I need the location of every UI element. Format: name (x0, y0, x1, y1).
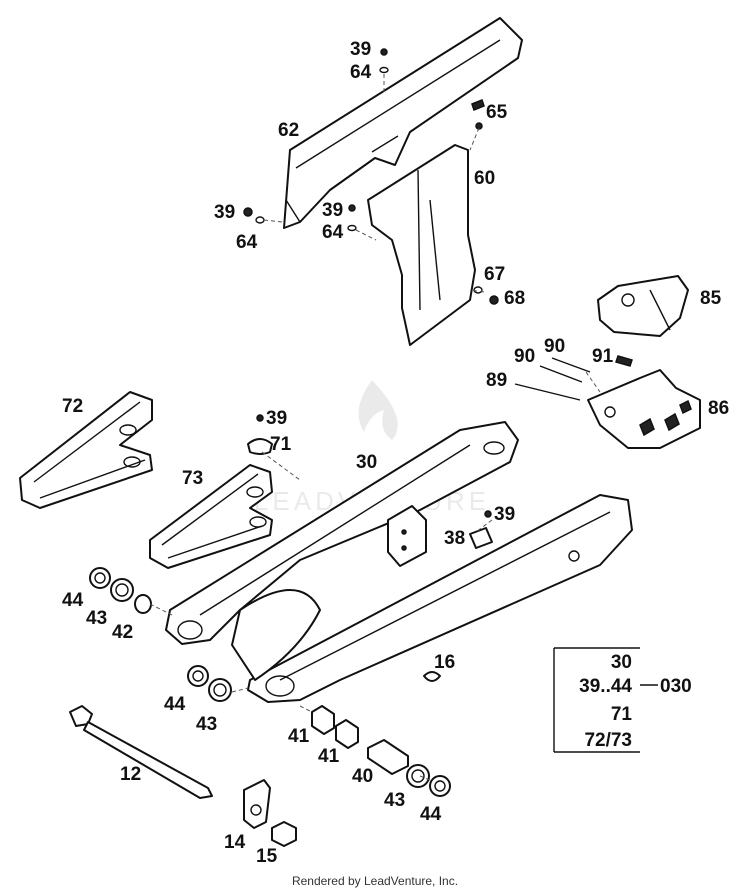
part-62-chain-guard-upper[interactable] (283, 17, 523, 229)
label-85: 85 (700, 288, 722, 309)
part-85-chain-guide-block[interactable] (597, 275, 689, 337)
hardware-bolts[interactable] (243, 48, 633, 682)
label-71: 71 (270, 434, 292, 455)
label-62: 62 (278, 120, 299, 141)
label-44a: 44 (62, 590, 84, 611)
kit-code: 030 (660, 676, 692, 697)
label-60: 60 (474, 168, 495, 189)
label-43a: 43 (86, 608, 107, 629)
kit-row-2: 71 (611, 704, 633, 725)
assembly-lines (149, 74, 601, 781)
label-16: 16 (434, 652, 455, 673)
label-43b: 43 (196, 714, 217, 735)
label-41a: 41 (288, 726, 310, 747)
part-73-chain-slider[interactable] (149, 464, 273, 569)
label-44c: 44 (420, 804, 442, 825)
part-30-swingarm[interactable] (165, 421, 633, 703)
label-68: 68 (504, 288, 525, 309)
part-14-15-plate-nut[interactable] (243, 779, 297, 847)
part-72-chain-slider[interactable] (19, 391, 153, 509)
label-41b: 41 (318, 746, 340, 767)
label-39b: 39 (214, 202, 235, 223)
label-12: 12 (120, 764, 141, 785)
label-67: 67 (484, 264, 505, 285)
part-60-chain-guard-lower[interactable] (367, 144, 476, 346)
label-39e: 39 (494, 504, 515, 525)
label-89: 89 (486, 370, 507, 391)
footer-credit: Rendered by LeadVenture, Inc. (291, 874, 459, 888)
label-30: 30 (356, 452, 377, 473)
label-15: 15 (256, 846, 278, 867)
label-73: 73 (182, 468, 203, 489)
label-43c: 43 (384, 790, 405, 811)
label-64c: 64 (322, 222, 344, 243)
label-42: 42 (112, 622, 133, 643)
label-90a: 90 (544, 336, 565, 357)
part-12-pivot-bolt[interactable] (69, 705, 213, 799)
label-90b: 90 (514, 346, 535, 367)
part-86-chain-guide-bracket[interactable] (587, 369, 701, 449)
label-64b: 64 (236, 232, 258, 253)
label-91: 91 (592, 346, 614, 367)
kit-row-3: 72/73 (584, 730, 632, 751)
label-65: 65 (486, 102, 508, 123)
label-14: 14 (224, 832, 246, 853)
label-39c: 39 (322, 200, 343, 221)
label-40: 40 (352, 766, 373, 787)
label-44b: 44 (164, 694, 186, 715)
label-64a: 64 (350, 62, 372, 83)
kit-bracket: 30 39..44 71 72/73 030 (553, 647, 692, 753)
label-38: 38 (444, 528, 465, 549)
label-72: 72 (62, 396, 83, 417)
label-86: 86 (708, 398, 729, 419)
kit-row-0: 30 (611, 652, 632, 673)
kit-row-1: 39..44 (579, 676, 632, 697)
label-39a: 39 (350, 39, 371, 60)
bearings-pivot-right[interactable] (311, 705, 451, 797)
label-39d: 39 (266, 408, 287, 429)
